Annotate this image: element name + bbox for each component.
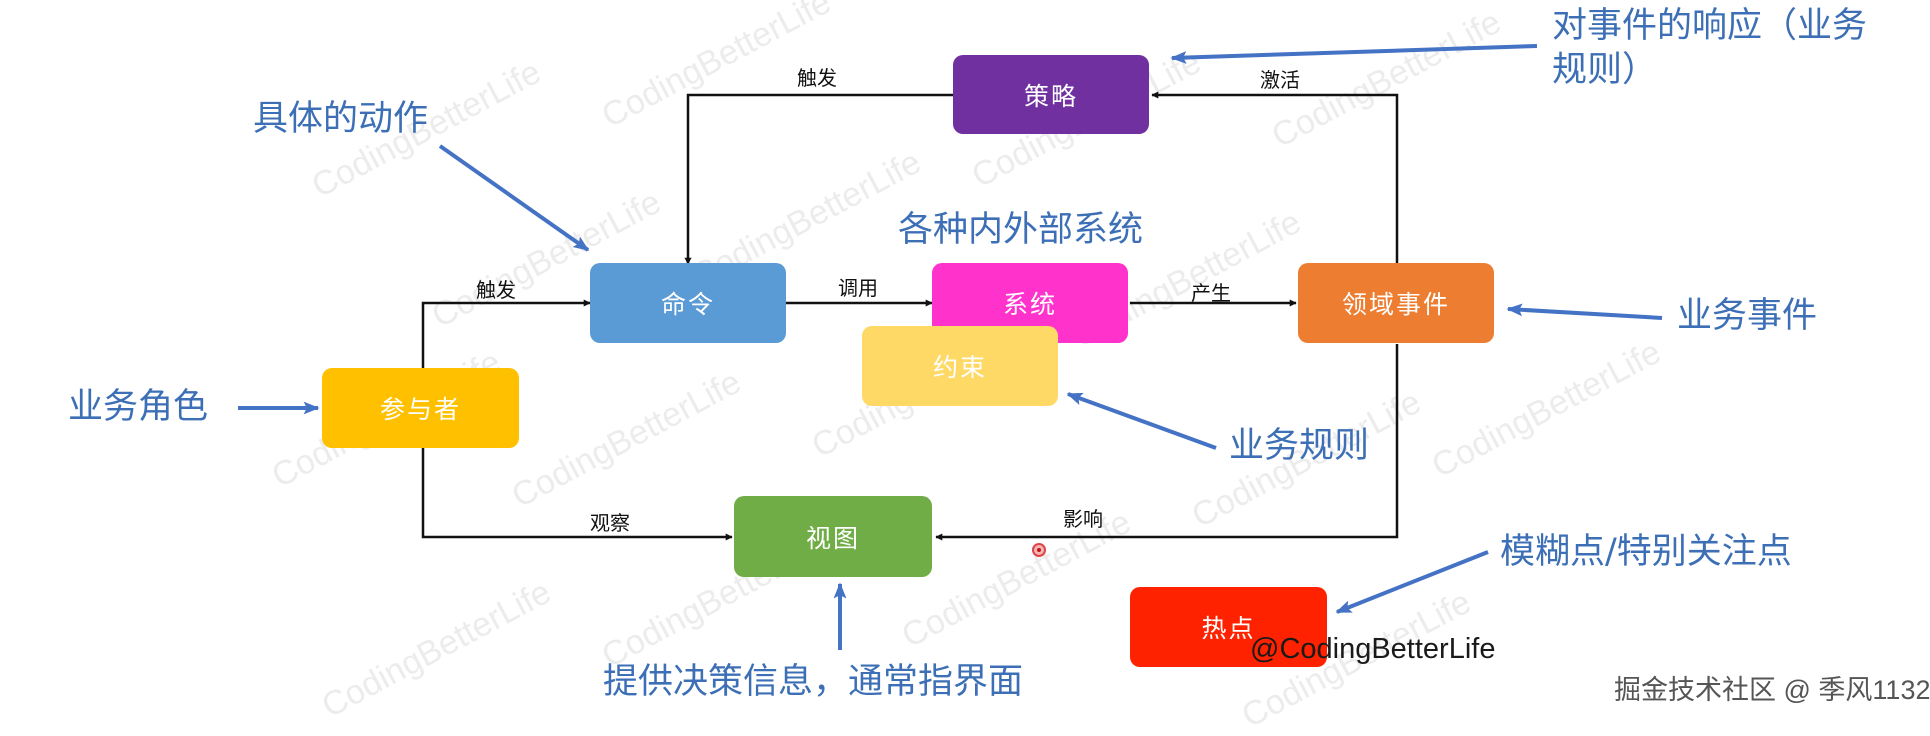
edge-actor-to-view bbox=[421, 448, 733, 541]
edge-event-to-policy bbox=[1151, 91, 1399, 264]
annotation-arrow-command bbox=[438, 144, 590, 252]
edge-label-actor-to-view: 观察 bbox=[590, 511, 630, 535]
node-actor: 参与者 bbox=[322, 368, 519, 448]
edge-label-event-to-policy: 激活 bbox=[1260, 68, 1300, 92]
annotation-hotspot: 模糊点/特别关注点 bbox=[1500, 532, 1792, 572]
edge-label-event-to-view: 影响 bbox=[1063, 507, 1103, 531]
annotation-system: 各种内外部系统 bbox=[898, 210, 1144, 250]
author-tag: @CodingBetterLife bbox=[1250, 633, 1496, 665]
annotation-arrow-hotspot bbox=[1335, 550, 1489, 614]
annotation-domain-event: 业务事件 bbox=[1677, 296, 1818, 336]
edge-label-command-to-system: 调用 bbox=[838, 276, 878, 300]
pointer-dot bbox=[1032, 543, 1046, 557]
edge-policy-to-command bbox=[684, 93, 955, 265]
annotation-arrow-constraint bbox=[1066, 392, 1217, 450]
annotation-arrow-event bbox=[1506, 303, 1663, 320]
annotation-command: 具体的动作 bbox=[253, 99, 429, 139]
node-hotspot: 热点 bbox=[1130, 587, 1327, 667]
node-domain-event: 领域事件 bbox=[1298, 263, 1494, 343]
annotation-view: 提供决策信息，通常指界面 bbox=[603, 662, 1024, 702]
edge-actor-to-command bbox=[421, 299, 591, 370]
annotation-policy-line-1: 对事件的响应（业务 bbox=[1552, 6, 1868, 46]
edge-label-system-to-event: 产生 bbox=[1191, 281, 1231, 305]
edge-event-to-view bbox=[935, 344, 1399, 541]
edge-label-policy-to-command: 触发 bbox=[797, 66, 837, 90]
diagram-connectors bbox=[238, 44, 1663, 650]
node-command: 命令 bbox=[590, 263, 786, 343]
annotation-arrow-policy bbox=[1170, 44, 1538, 64]
node-constraint: 约束 bbox=[862, 326, 1058, 406]
annotation-actor: 业务角色 bbox=[68, 387, 209, 427]
edge-label-actor-to-command: 触发 bbox=[476, 278, 516, 302]
annotation-policy: 对事件的响应（业务 规则） bbox=[1552, 4, 1867, 92]
annotation-policy-line-2: 规则） bbox=[1552, 50, 1658, 90]
node-policy: 策略 bbox=[953, 55, 1149, 134]
platform-credit: 掘金技术社区 @ 季风1132 bbox=[1614, 675, 1930, 705]
annotation-constraint: 业务规则 bbox=[1229, 426, 1370, 466]
node-view: 视图 bbox=[734, 496, 932, 577]
